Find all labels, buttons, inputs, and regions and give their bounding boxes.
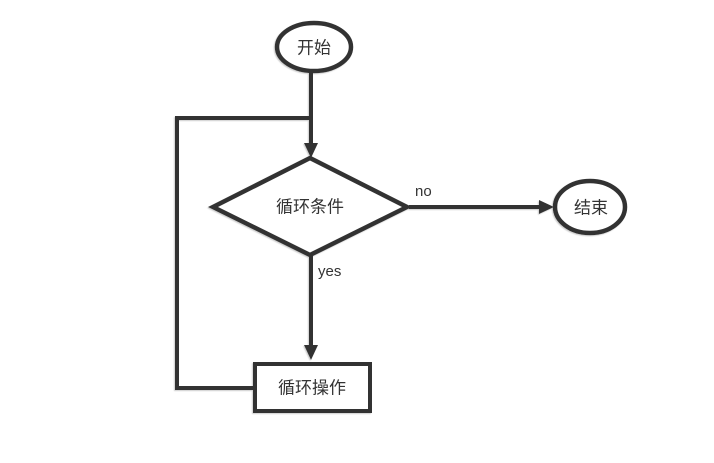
start-node-label: 开始 (297, 38, 331, 58)
operation-node-label: 循环操作 (278, 378, 346, 398)
condition-node-shape (207, 155, 413, 258)
end-node-label: 结束 (574, 198, 608, 218)
edge-operation-loopback (175, 116, 311, 390)
yes-branch-label: yes (318, 263, 342, 280)
end-node-shape (552, 178, 628, 236)
operation-node-shape (253, 362, 372, 413)
arrowhead-into-end-icon (539, 200, 554, 214)
condition-node-label: 循环条件 (276, 197, 344, 217)
no-branch-label: no (415, 183, 432, 200)
start-node-shape (274, 20, 354, 74)
arrowhead-into-operation-icon (304, 345, 318, 360)
arrowhead-into-condition-icon (304, 143, 318, 158)
